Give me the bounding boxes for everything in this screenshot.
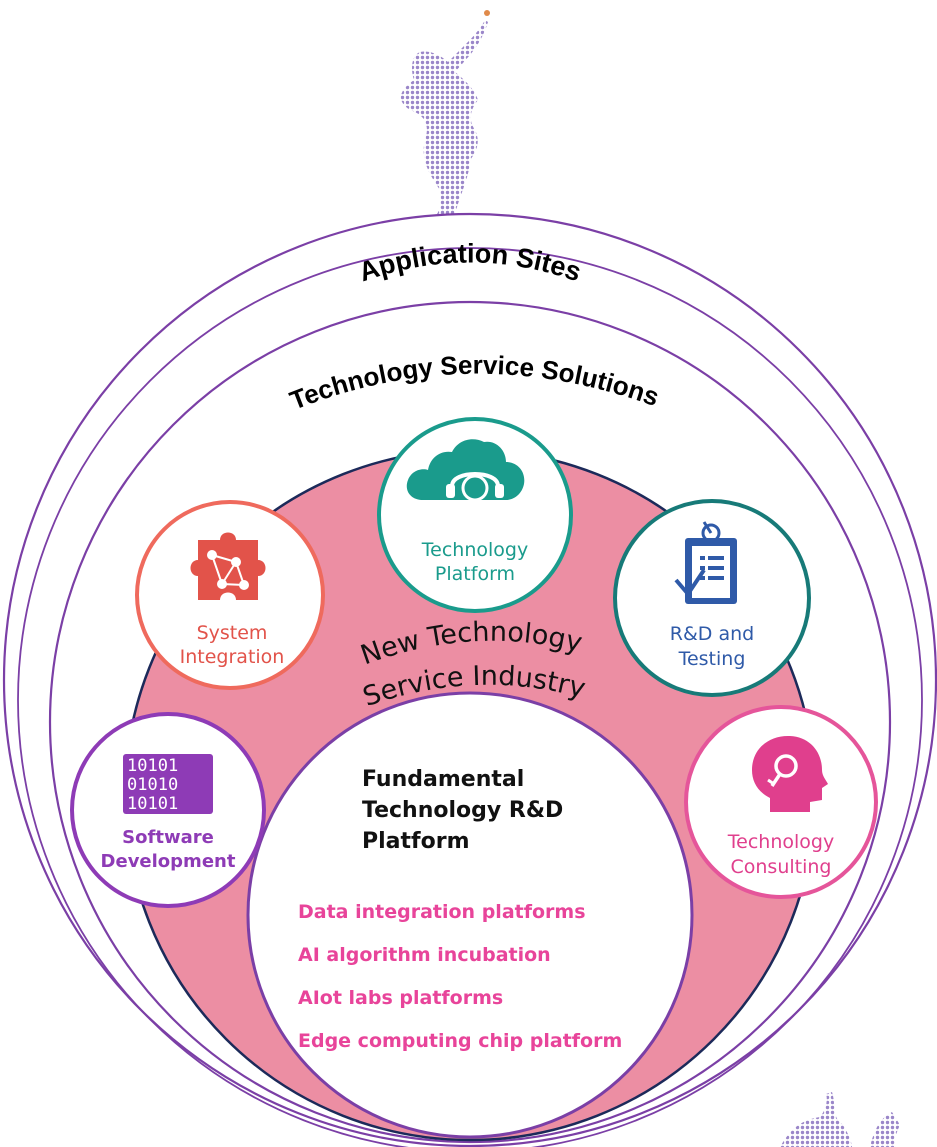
svg-text:10101: 10101 bbox=[127, 756, 178, 776]
fundamental-title-line3: Platform bbox=[362, 829, 470, 854]
technology-platform-label-line2: Platform bbox=[435, 563, 515, 585]
technology-service-solutions-label: Technology Service Solutions bbox=[286, 350, 664, 416]
technology-consulting-label-line1: Technology bbox=[727, 831, 834, 853]
technology-service-solutions-ring bbox=[48, 300, 892, 1144]
technology-platform-node: Technology Platform bbox=[377, 417, 573, 613]
fundamental-item: AIot labs platforms bbox=[298, 987, 503, 1009]
binary-code-icon: 10101 01010 10101 bbox=[123, 754, 213, 814]
rd-testing-label-line1: R&D and bbox=[670, 623, 754, 645]
system-integration-label-line1: System bbox=[197, 622, 268, 644]
rd-testing-node: R&D and Testing bbox=[613, 499, 811, 697]
software-development-label-line2: Development bbox=[101, 851, 236, 872]
puzzle-network-icon bbox=[190, 532, 266, 600]
technology-consulting-node: Technology Consulting bbox=[684, 705, 878, 899]
fundamental-title-line1: Fundamental bbox=[362, 767, 524, 792]
technology-platform-label-line1: Technology bbox=[421, 539, 528, 561]
fundamental-platform: Fundamental Technology R&D Platform Data… bbox=[246, 691, 694, 1139]
system-integration-label-line2: Integration bbox=[180, 646, 285, 668]
fundamental-item: Edge computing chip platform bbox=[298, 1030, 622, 1052]
system-integration-node: System Integration bbox=[135, 500, 325, 690]
technology-consulting-label-line2: Consulting bbox=[731, 856, 832, 878]
technology-platform-ring bbox=[377, 417, 573, 613]
head-key-icon bbox=[752, 735, 828, 812]
application-sites-ring bbox=[3, 213, 937, 1147]
application-sites-label: Application Sites bbox=[355, 238, 585, 287]
svg-text:10101: 10101 bbox=[127, 794, 178, 814]
software-development-node: 10101 01010 10101 Software Development bbox=[70, 712, 266, 908]
fundamental-item: AI algorithm incubation bbox=[298, 944, 551, 966]
system-integration-ring bbox=[135, 500, 325, 690]
fundamental-item: Data integration platforms bbox=[298, 901, 586, 923]
software-development-label-line1: Software bbox=[122, 827, 214, 848]
jumping-figure-image bbox=[400, 10, 490, 214]
svg-text:01010: 01010 bbox=[127, 775, 178, 795]
cloud-headset-icon bbox=[406, 439, 525, 502]
application-sites-ring-inner bbox=[17, 247, 923, 1147]
clipboard-check-icon bbox=[674, 521, 737, 604]
rd-testing-label-line2: Testing bbox=[678, 648, 746, 670]
corner-figure-image bbox=[780, 1092, 900, 1147]
fundamental-circle bbox=[246, 691, 694, 1139]
fundamental-title-line2: Technology R&D bbox=[362, 798, 563, 823]
